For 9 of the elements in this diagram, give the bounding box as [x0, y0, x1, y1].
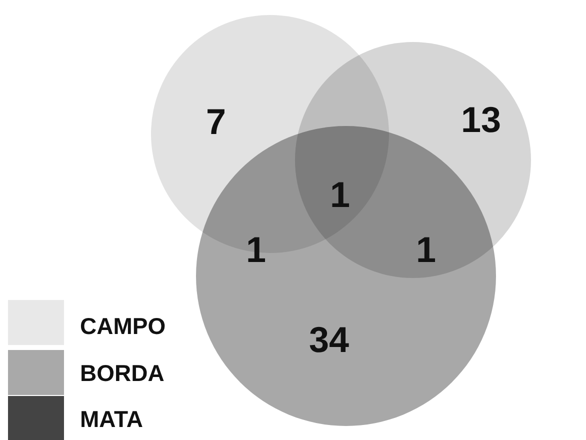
region-count: 7	[206, 104, 226, 140]
region-count: 34	[308, 322, 350, 358]
legend-label: MATA	[80, 408, 144, 431]
region-count: 1	[416, 232, 436, 268]
region-count: 1	[330, 177, 350, 213]
region-count: 13	[460, 102, 502, 138]
legend-label: BORDA	[80, 362, 164, 385]
legend-label: CAMPO	[80, 315, 166, 338]
region-count: 1	[246, 232, 266, 268]
